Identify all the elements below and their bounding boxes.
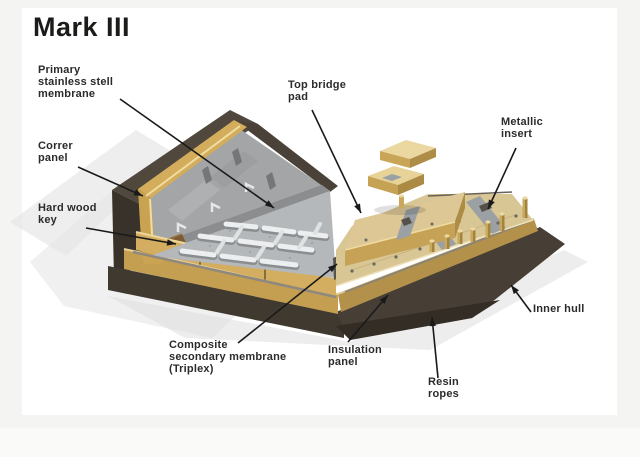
leader-arrow-insulation-panel (347, 294, 389, 343)
leader-arrow-corner-panel (77, 166, 144, 197)
mid-raised-panel (344, 192, 465, 266)
page-title: Mark III (33, 12, 131, 42)
label-inner-hull: Inner hull (533, 303, 585, 315)
leader-arrows (77, 98, 532, 379)
label-resin-ropes: Resin ropes (428, 376, 459, 400)
label-hard-wood-key: Hard wood key (38, 202, 97, 226)
resin-rope-pegs (429, 196, 528, 252)
leader-arrow-top-bridge-pad (311, 109, 362, 214)
label-metallic-insert: Metallic insert (501, 116, 543, 140)
top-bridge-pad-blocks (368, 140, 436, 215)
leader-arrow-primary-membrane (119, 98, 275, 209)
leader-arrow-composite-membrane (237, 263, 338, 344)
bridge-pad-lower (368, 166, 424, 195)
leader-arrow-inner-hull (510, 284, 532, 313)
leader-arrow-metallic-insert (487, 147, 517, 210)
label-composite-secondary-membrane: Composite secondary membrane (Triplex) (169, 339, 287, 375)
wall-secondary-insulation (150, 129, 330, 254)
corner-wall (138, 120, 330, 264)
primary-membrane-sheet (150, 191, 336, 278)
label-top-bridge-pad: Top bridge pad (288, 79, 347, 103)
leader-arrow-resin-ropes (429, 316, 439, 379)
label-corner-panel: Correr panel (38, 140, 73, 164)
label-insulation-panel: Insulation panel (328, 344, 382, 368)
label-primary-membrane: Primary stainless stell membrane (38, 64, 114, 100)
bridge-pad-peg (399, 194, 404, 208)
leader-arrow-hard-wood-key (85, 227, 177, 246)
bridge-pad-upper (380, 140, 436, 168)
